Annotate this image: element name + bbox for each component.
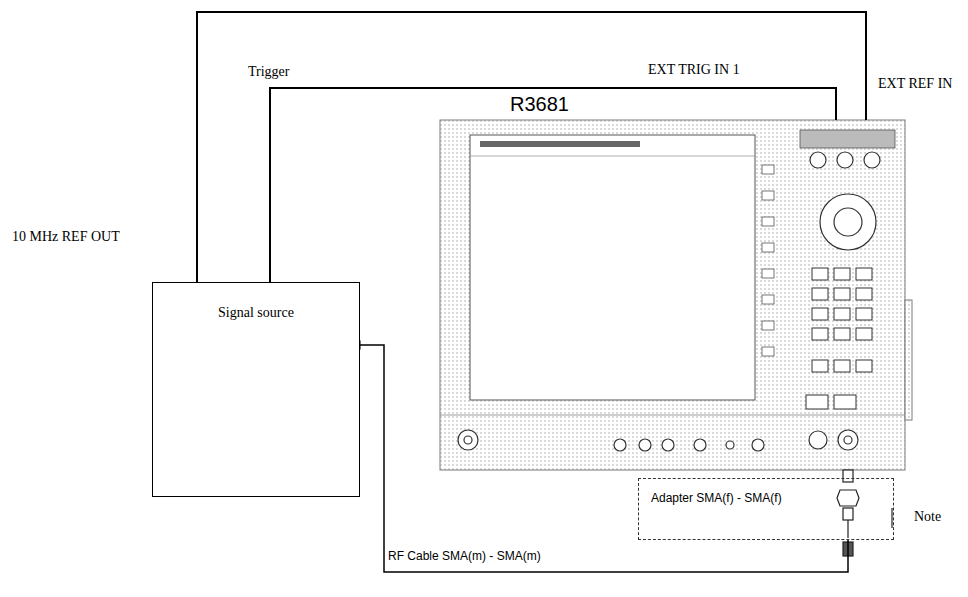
analyzer-body [440, 120, 905, 470]
port-name: EXT TRIG IN 1 [646, 62, 742, 78]
panel-knobs [810, 152, 880, 250]
front-connectors [458, 430, 858, 451]
screen [470, 135, 755, 400]
rf-cable [360, 345, 848, 572]
side-panel [905, 300, 912, 420]
soft-keys [762, 165, 774, 356]
adapter-box: Adapter SMA(f) - SMA(f) [638, 478, 894, 540]
port-name: 10 MHz REF OUT [10, 229, 122, 245]
signal-wire [270, 88, 836, 282]
button-grid [806, 268, 872, 409]
port-name: EXT REF IN [876, 76, 954, 92]
panel-strip [800, 130, 895, 148]
source-box: Signal source [152, 282, 360, 497]
model-name: R3681 [510, 93, 569, 116]
node-label: Adapter SMA(f) - SMA(f) [639, 479, 893, 505]
signal-wire [197, 12, 866, 282]
signal-label: Trigger [246, 64, 292, 80]
note-tick [891, 508, 892, 528]
node-label: Signal source [153, 283, 359, 321]
analyzer-node: R3681 [440, 120, 905, 470]
note-label: Note [912, 509, 943, 525]
screen-header [480, 141, 640, 147]
cable-label: RF Cable SMA(m) - SMA(m) [386, 549, 543, 563]
